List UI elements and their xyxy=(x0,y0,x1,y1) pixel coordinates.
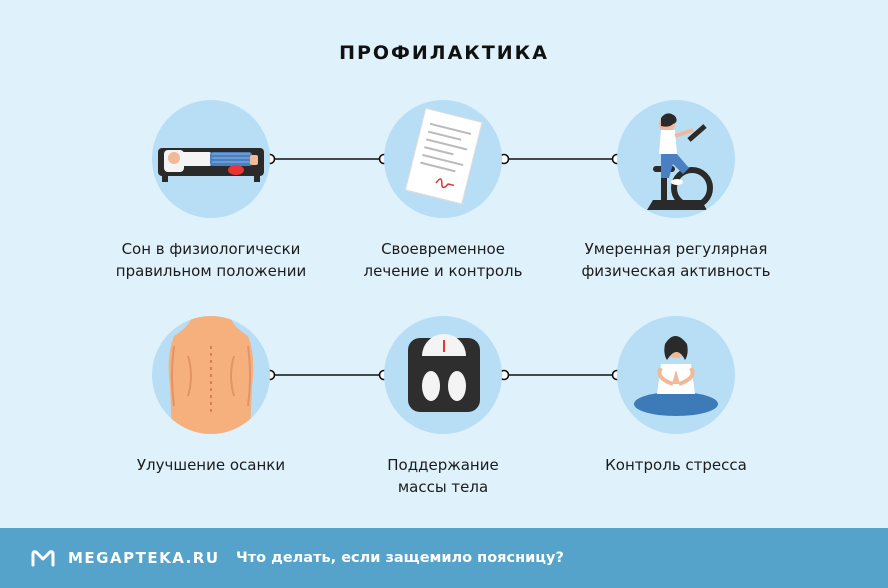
back-spine-icon xyxy=(168,316,254,434)
footer-subtitle: Что делать, если защемило поясницу? xyxy=(236,550,564,566)
footer-bar: MEGAPTEKA.RU Что делать, если защемило п… xyxy=(0,528,888,588)
label-activity: Умеренная регулярная физическая активнос… xyxy=(561,238,791,282)
megapteka-logo-icon xyxy=(31,550,55,567)
label-sleep: Сон в физиологически правильном положени… xyxy=(96,238,326,282)
medical-document-icon xyxy=(404,107,483,205)
brand-name[interactable]: MEGAPTEKA.RU xyxy=(68,549,220,567)
label-line: лечение и контроль xyxy=(363,262,523,280)
page-title: ПРОФИЛАКТИКА xyxy=(339,42,549,64)
meditation-icon xyxy=(634,336,718,416)
label-line: Поддержание xyxy=(387,456,499,474)
label-treatment: Своевременное лечение и контроль xyxy=(328,238,558,282)
label-line: Умеренная регулярная xyxy=(584,240,768,258)
label-line: Контроль стресса xyxy=(605,456,747,474)
node-sleep xyxy=(152,100,270,218)
label-line: массы тела xyxy=(397,478,489,496)
node-stress xyxy=(617,316,735,434)
bathroom-scale-icon xyxy=(408,334,480,412)
node-activity xyxy=(617,100,735,218)
label-weight: Поддержание массы тела xyxy=(328,454,558,498)
label-line: правильном положении xyxy=(115,262,307,280)
label-stress: Контроль стресса xyxy=(561,454,791,476)
label-posture: Улучшение осанки xyxy=(96,454,326,476)
node-posture xyxy=(152,316,270,434)
sleeping-person-icon xyxy=(158,148,264,182)
node-weight xyxy=(384,316,502,434)
label-line: физическая активность xyxy=(581,262,771,280)
label-line: Своевременное xyxy=(381,240,505,258)
exercise-bike-icon xyxy=(647,113,713,210)
node-treatment xyxy=(384,100,502,218)
label-line: Сон в физиологически xyxy=(121,240,301,258)
label-line: Улучшение осанки xyxy=(136,456,286,474)
